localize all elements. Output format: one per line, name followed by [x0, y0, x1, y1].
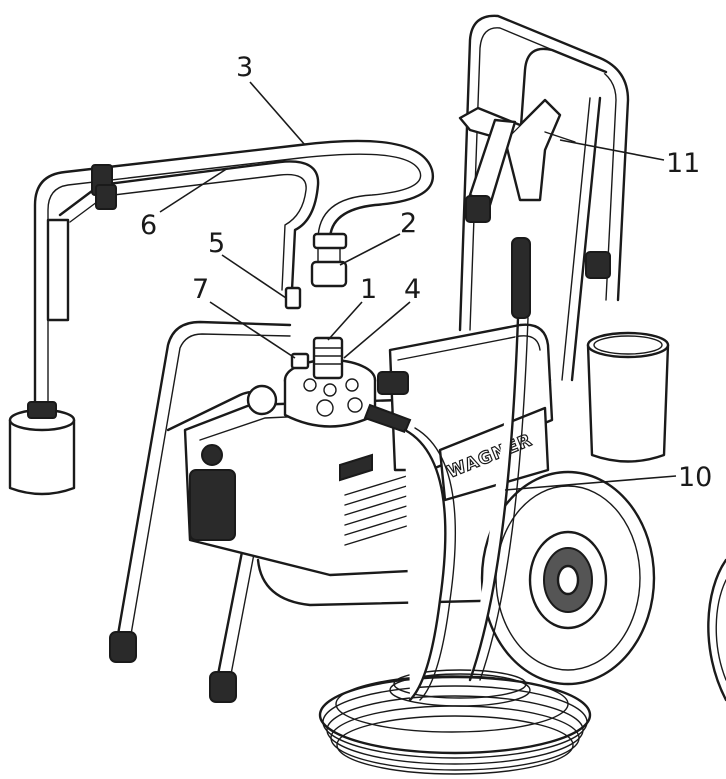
outlet-fitting: [363, 403, 412, 434]
suction-system: [8, 139, 435, 496]
gun-holder-clamp: [465, 195, 491, 223]
rear-wheel: [480, 470, 656, 686]
second-wheel: [707, 558, 726, 702]
paint-bucket: [586, 331, 670, 463]
control-panel: [189, 469, 236, 541]
frame-clamp: [585, 251, 611, 279]
leader-7: [209, 301, 296, 359]
leader-lines: [159, 81, 677, 491]
cover-latch: [339, 453, 373, 482]
leader-2: [339, 233, 401, 266]
return-hose-end: [284, 286, 302, 310]
motor-unit: [183, 323, 554, 577]
return-fitting: [290, 352, 310, 370]
suction-hose-nut: [310, 260, 348, 288]
gun-hose-protector: [511, 237, 531, 319]
suction-filter-cap: [27, 401, 57, 419]
front-foot-left: [109, 631, 137, 663]
callout-3: 3: [236, 52, 253, 83]
inlet-valve: [312, 336, 344, 380]
leader-10: [504, 475, 677, 491]
leader-11: [559, 139, 665, 161]
leader-5: [221, 254, 287, 299]
coiled-hose: [318, 669, 592, 775]
callout-10: 10: [678, 462, 712, 493]
callout-4: 4: [404, 274, 421, 305]
pump-head: [246, 336, 412, 434]
callout-1: 1: [360, 274, 377, 305]
callout-11: 11: [666, 148, 700, 179]
pressure-gauge: [246, 384, 278, 416]
callout-labels: 3 2 6 5 7 1 4 11 10: [140, 52, 712, 493]
front-foot-right: [209, 671, 237, 703]
suction-tube-clip: [46, 218, 70, 322]
suction-hose-collar: [312, 232, 348, 250]
motor-vents: [344, 474, 411, 546]
hose-band-lower: [95, 184, 117, 210]
leader-1: [327, 301, 363, 341]
callout-7: 7: [192, 274, 209, 305]
callout-6: 6: [140, 210, 157, 241]
callout-5: 5: [208, 228, 225, 259]
pressure-knob: [201, 444, 223, 466]
cover-handle: [377, 371, 409, 395]
spray-gun: [403, 98, 576, 702]
leader-4: [343, 301, 411, 359]
leader-3: [249, 81, 306, 146]
leader-6: [159, 167, 229, 213]
callout-2: 2: [400, 208, 417, 239]
